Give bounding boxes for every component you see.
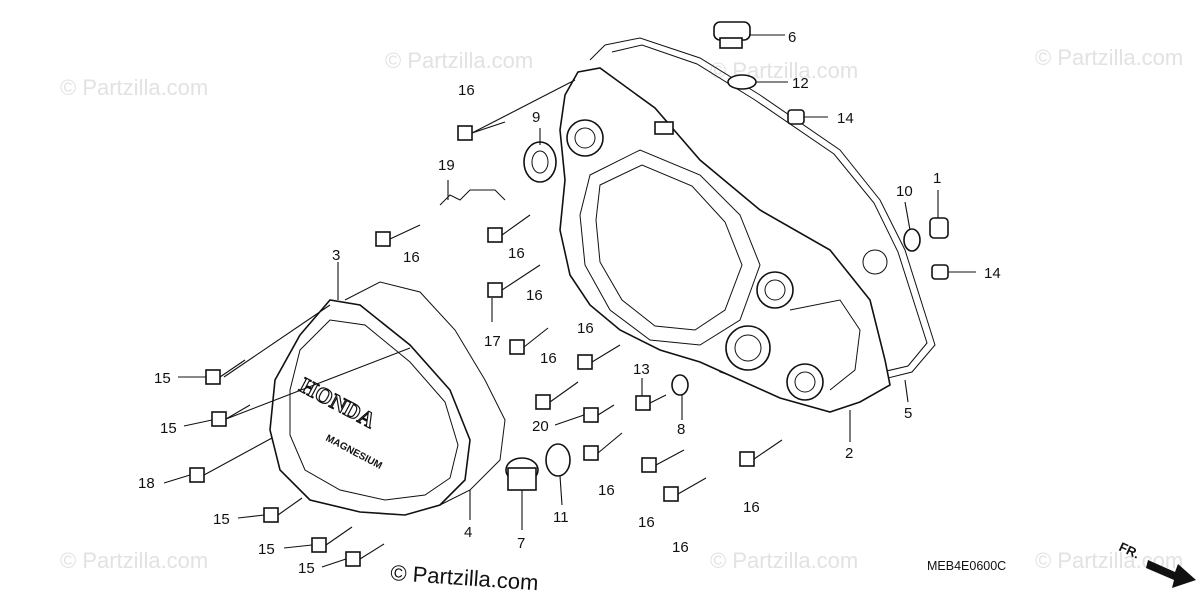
callout-11: 11 [553, 509, 569, 526]
bolt [263, 497, 303, 523]
callout-15: 15 [258, 541, 275, 558]
callouts: 6 12 14 14 16 9 19 16 16 16 16 16 16 16 … [138, 29, 1001, 577]
bolt [457, 121, 506, 141]
clutch-cover-gasket [344, 281, 506, 506]
callout-14: 14 [984, 265, 1001, 282]
watermark: © Partzilla.com [60, 548, 208, 573]
bolt [375, 224, 421, 247]
bolt [641, 449, 685, 473]
callout-15: 15 [298, 560, 315, 577]
washer [671, 374, 689, 396]
callout-18: 18 [138, 475, 155, 492]
callout-16: 16 [598, 482, 615, 499]
callout-12: 12 [792, 75, 809, 92]
callout-16: 16 [672, 539, 689, 556]
diagram-code: MEB4E0600C [927, 559, 1006, 573]
callout-16: 16 [403, 249, 420, 266]
bolt [205, 359, 246, 385]
bolt [487, 264, 541, 298]
callout-8: 8 [677, 421, 685, 438]
callout-16: 16 [638, 514, 655, 531]
callout-15: 15 [154, 370, 171, 387]
bolt [189, 437, 273, 483]
callout-16: 16 [458, 82, 475, 99]
callout-4: 4 [464, 524, 472, 541]
leader-lines [163, 34, 976, 568]
callout-16: 16 [540, 350, 557, 367]
ring [903, 228, 921, 252]
callout-17: 17 [484, 333, 501, 350]
bolt [211, 404, 251, 427]
callout-2: 2 [845, 445, 853, 462]
bolt [577, 344, 621, 370]
callout-7: 7 [517, 535, 525, 552]
callout-20: 20 [532, 418, 549, 435]
gasket-hole [862, 249, 888, 275]
callout-9: 9 [532, 109, 540, 126]
callout-15: 15 [213, 511, 230, 528]
callout-14: 14 [837, 110, 854, 127]
bolt [345, 543, 385, 567]
callout-16: 16 [743, 499, 760, 516]
clamp [439, 189, 506, 206]
crankcase-cover [559, 67, 891, 413]
clutch-cover: HONDA MAGNESIUM [269, 299, 471, 516]
plug [505, 457, 539, 491]
collar [929, 217, 949, 239]
callout-15: 15 [160, 420, 177, 437]
bolt [487, 214, 531, 243]
o-ring [545, 443, 571, 477]
callout-19: 19 [438, 157, 455, 174]
callout-16: 16 [577, 320, 594, 337]
callout-13: 13 [633, 361, 650, 378]
dowel-pin [931, 264, 949, 280]
bolt [509, 327, 549, 355]
copyright-text: © Partzilla.com [390, 560, 540, 595]
bolt [635, 394, 667, 411]
callout-6: 6 [788, 29, 796, 46]
bolt [583, 404, 615, 423]
callout-3: 3 [332, 247, 340, 264]
watermark: © Partzilla.com [60, 75, 208, 100]
bolt [311, 526, 353, 553]
bolt [663, 477, 707, 502]
callout-5: 5 [904, 405, 912, 422]
callout-16: 16 [526, 287, 543, 304]
watermark: © Partzilla.com [710, 548, 858, 573]
callout-10: 10 [896, 183, 913, 200]
bolt [535, 381, 579, 410]
oil-seal [523, 141, 557, 183]
watermark: © Partzilla.com [385, 48, 533, 73]
oil-filler-cap [713, 21, 751, 49]
dowel-pin [787, 109, 805, 125]
bolt [583, 432, 623, 461]
o-ring [727, 74, 757, 90]
watermark: © Partzilla.com [1035, 45, 1183, 70]
watermarks: © Partzilla.com © Partzilla.com © Partzi… [60, 45, 1183, 573]
callout-1: 1 [933, 170, 941, 187]
crankcase-gasket [611, 44, 928, 374]
callout-16: 16 [508, 245, 525, 262]
bolt [739, 439, 783, 467]
